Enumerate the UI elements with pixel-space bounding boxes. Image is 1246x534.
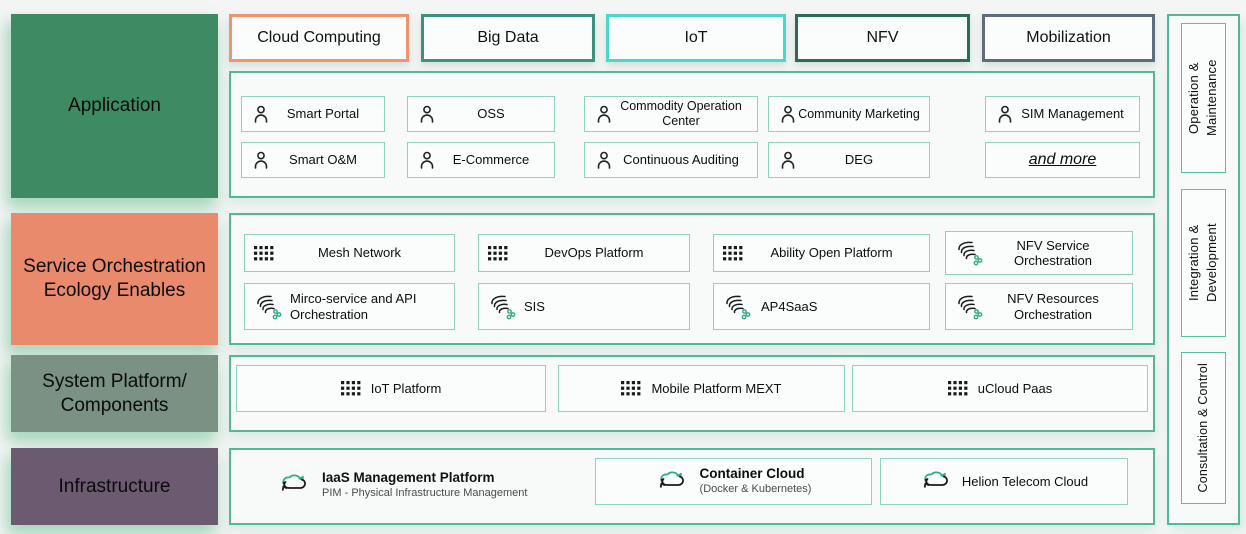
item-label: Mobile Platform MEXT	[651, 380, 782, 396]
grid-icon	[488, 245, 508, 261]
item-label: IaaS Management Platform	[322, 469, 495, 485]
right-item-integration-development: Integration & Development	[1181, 189, 1226, 337]
item-label: E-Commerce	[452, 152, 530, 168]
person-icon	[417, 150, 437, 170]
svc-item-nfv-service-orchestration: NFV Service Orchestration	[945, 231, 1133, 275]
service-swirl-icon	[955, 293, 983, 321]
sys-item-ucloud-paas: uCloud Paas	[852, 365, 1148, 412]
svc-item-mesh-network: Mesh Network	[244, 234, 455, 272]
app-item-smart-portal: Smart Portal	[241, 96, 385, 132]
item-label: OSS	[477, 106, 505, 122]
category-big-data: Big Data	[421, 14, 595, 62]
layer-label-application: Application	[11, 14, 218, 198]
cloud-sync-icon	[656, 469, 688, 495]
app-item-smart-om: Smart O&M	[241, 142, 385, 178]
item-label: uCloud Paas	[977, 380, 1053, 396]
item-label: Mesh Network	[317, 245, 402, 261]
svc-item-ability-open-platform: Ability Open Platform	[713, 234, 930, 272]
grid-icon	[947, 381, 968, 396]
item-label: SIS	[524, 298, 545, 314]
sys-item-mobile-platform-mext: Mobile Platform MEXT	[558, 365, 845, 412]
layer-label-system-platform: System Platform/ Components	[11, 355, 218, 432]
sys-item-iot-platform: IoT Platform	[236, 365, 546, 412]
item-label: NFV Service Orchestration	[1013, 237, 1093, 268]
svc-item-devops-platform: DevOps Platform	[478, 234, 690, 272]
person-icon	[251, 150, 271, 170]
person-icon	[417, 104, 437, 124]
item-label: DevOps Platform	[544, 245, 644, 261]
service-swirl-icon	[488, 293, 516, 321]
item-label: Helion Telecom Cloud	[961, 473, 1089, 489]
grid-icon	[621, 381, 641, 396]
app-item-deg: DEG	[768, 142, 930, 178]
item-subtitle: (Docker & Kubernetes)	[699, 483, 812, 496]
item-label: Community Marketing	[798, 106, 920, 121]
service-swirl-icon	[955, 239, 983, 267]
item-label: Smart O&M	[289, 152, 357, 168]
app-item-and-more: and more	[985, 142, 1140, 178]
person-icon	[594, 104, 614, 124]
svc-item-sis: SIS	[478, 283, 690, 330]
item-label: Commodity Operation Center	[620, 99, 742, 128]
layer-label-infrastructure: Infrastructure	[11, 448, 218, 525]
item-subtitle: PIM - Physical Infrastructure Management	[322, 486, 528, 499]
svc-item-nfv-resources-orchestration: NFV Resources Orchestration	[945, 283, 1133, 330]
item-label: Ability Open Platform	[770, 245, 893, 261]
infra-item-iaas-management-platform: IaaS Management Platform PIM - Physical …	[278, 456, 588, 514]
category-nfv: NFV	[795, 14, 970, 62]
category-mobilization: Mobilization	[982, 14, 1155, 62]
person-icon	[778, 150, 798, 170]
item-label: Continuous Auditing	[623, 152, 739, 168]
grid-icon	[723, 245, 743, 261]
right-item-consultation-control: Consultation & Control	[1181, 352, 1226, 504]
app-item-continuous-auditing: Continuous Auditing	[584, 142, 758, 178]
item-label: Operation & Maintenance	[1186, 59, 1220, 137]
person-icon	[995, 104, 1015, 124]
app-item-e-commerce: E-Commerce	[407, 142, 555, 178]
item-label: SIM Management	[1021, 106, 1124, 122]
grid-icon	[340, 381, 361, 396]
application-container	[229, 71, 1155, 198]
category-iot: IoT	[606, 14, 786, 62]
infra-item-container-cloud: Container Cloud (Docker & Kubernetes)	[595, 458, 872, 505]
item-label: IoT Platform	[370, 380, 442, 396]
right-item-operation-maintenance: Operation & Maintenance	[1181, 23, 1226, 173]
svc-item-micro-service-api-orchestration: Mirco-service and API Orchestration	[244, 283, 455, 330]
item-label: Container Cloud	[699, 466, 805, 482]
cloud-sync-icon	[278, 472, 310, 498]
svc-item-ap4saas: AP4SaaS	[713, 283, 930, 330]
service-swirl-icon	[254, 293, 282, 321]
app-item-community-marketing: Community Marketing	[768, 96, 930, 132]
person-icon	[778, 104, 798, 124]
item-label: NFV Resources Orchestration	[1007, 291, 1099, 322]
layer-label-service-orchestration: Service Orchestration Ecology Enables	[11, 213, 218, 345]
item-label: DEG	[844, 152, 874, 168]
item-label: Integration & Development	[1186, 223, 1220, 303]
category-cloud-computing: Cloud Computing	[229, 14, 409, 62]
item-label: Mirco-service and API Orchestration	[290, 291, 417, 322]
app-item-commodity-operation-center: Commodity Operation Center	[584, 96, 758, 132]
app-item-oss: OSS	[407, 96, 555, 132]
item-label: and more	[1028, 150, 1097, 168]
person-icon	[251, 104, 271, 124]
service-swirl-icon	[723, 293, 751, 321]
cloud-sync-icon	[920, 469, 952, 495]
person-icon	[594, 150, 614, 170]
item-label: Smart Portal	[286, 106, 360, 122]
app-item-sim-management: SIM Management	[985, 96, 1140, 132]
item-label: Consultation & Control	[1195, 363, 1210, 493]
infra-item-helion-telecom-cloud: Helion Telecom Cloud	[880, 458, 1128, 505]
grid-icon	[254, 245, 274, 261]
item-label: AP4SaaS	[761, 298, 818, 314]
